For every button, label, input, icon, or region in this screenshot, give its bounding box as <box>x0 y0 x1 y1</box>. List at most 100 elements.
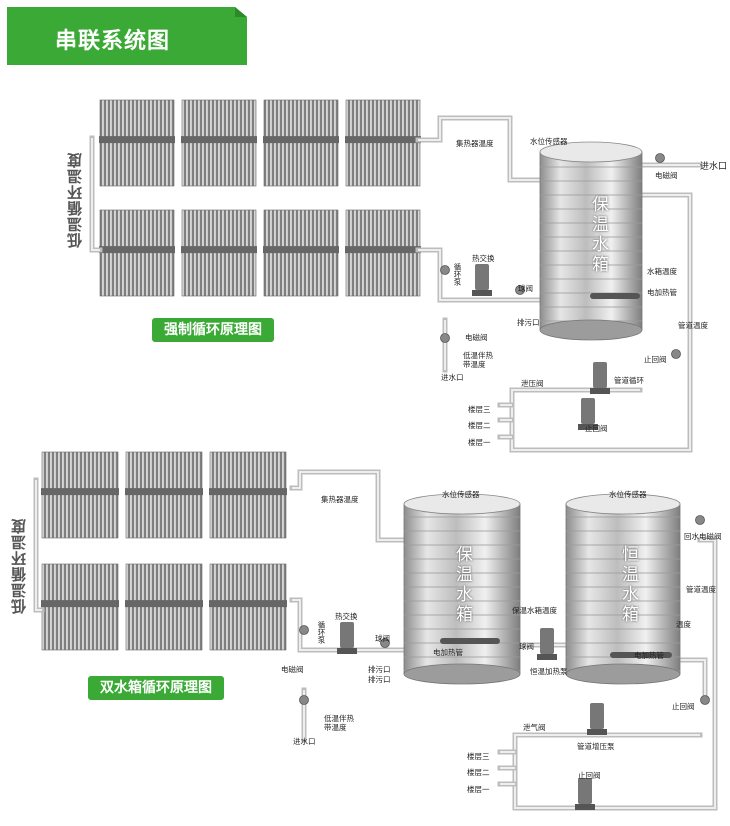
collector-header <box>345 136 421 144</box>
s2-const-pump: 恒温加热泵 <box>530 667 568 676</box>
collector-header <box>125 600 203 608</box>
pump-base <box>337 648 357 654</box>
pipe <box>415 115 543 183</box>
s1-check-valve2: 止回阀 <box>585 424 608 433</box>
s1-floor1: 楼层一 <box>468 438 491 447</box>
pump-base <box>575 804 595 810</box>
s1-inlet2: 进水口 <box>441 373 464 382</box>
s1-pipe-temp: 管道温度 <box>678 321 708 330</box>
s2-tank-temp: 保温水箱温度 <box>512 606 557 615</box>
valve <box>515 285 525 295</box>
pump-body <box>593 362 607 388</box>
collector-header <box>41 488 119 496</box>
pump-base <box>537 654 557 660</box>
pipe-highlight <box>418 117 540 181</box>
pump-base <box>578 424 598 430</box>
tank-section2-a-top <box>403 493 521 515</box>
tank-section2-b-bands <box>566 504 680 674</box>
heater-rod <box>440 638 500 644</box>
s2-check-valve2: 止回阀 <box>578 771 601 780</box>
s1-floor3: 楼层三 <box>468 405 491 414</box>
s1-drain: 排污口 <box>517 318 540 327</box>
section2-tank2-label: 恒温水箱 <box>618 545 638 625</box>
pipe-highlight <box>500 751 515 785</box>
s2-drain2: 排污口 <box>368 675 391 684</box>
banner-shape <box>7 7 247 65</box>
pipe-highlight <box>91 138 100 251</box>
heater-rod <box>610 652 672 658</box>
s2-floor1: 楼层一 <box>467 785 490 794</box>
pump-base <box>590 388 610 394</box>
pump-body <box>340 622 354 648</box>
solar-collectors-top <box>99 99 421 297</box>
pipe <box>289 469 407 543</box>
s1-collector-temp: 集热器温度 <box>456 139 494 148</box>
pipe <box>89 135 103 253</box>
water-tanks <box>403 141 681 685</box>
pumps-and-valves <box>299 153 710 810</box>
s1-tank-temp: 水箱温度 <box>647 267 677 276</box>
valve <box>440 265 450 275</box>
tank-section1-bands <box>540 152 642 330</box>
s1-inlet: 进水口 <box>700 162 728 172</box>
section2-tank1-label: 保温水箱 <box>452 545 472 625</box>
pump-base <box>587 729 607 735</box>
valve <box>695 515 705 525</box>
s1-trace-temp: 低温伴热带温度 <box>463 351 493 369</box>
pump-body <box>475 264 489 290</box>
valve <box>700 695 710 705</box>
s1-heat-exchange: 热交换 <box>472 254 495 263</box>
s2-pipe-temp: 管道温度 <box>686 585 716 594</box>
s2-solenoid: 电磁阀 <box>281 665 304 674</box>
valve <box>380 638 390 648</box>
s2-heater2: 电加热管 <box>634 651 664 660</box>
header-banner: 串联系统图 <box>7 7 247 65</box>
tank-section2-b-bottom <box>565 663 681 685</box>
s1-solenoid: 电磁阀 <box>655 171 678 180</box>
section1-side-label: 低温循环温度 <box>66 152 84 248</box>
valve <box>299 695 309 705</box>
pipe <box>677 657 708 703</box>
s1-level-sensor: 水位传感器 <box>530 137 568 146</box>
collector-header <box>125 488 203 496</box>
pipe-highlight <box>511 194 691 451</box>
s2-return-solenoid: 回水电磁阀 <box>684 532 722 541</box>
s2-heater1: 电加热管 <box>433 648 463 657</box>
s2-circ-pump: 循环泵 <box>317 621 326 644</box>
s1-solenoid2: 电磁阀 <box>465 333 488 342</box>
s1-pipe-circ: 管道循环 <box>614 376 644 385</box>
pump-body <box>581 398 595 424</box>
s2-floor3: 楼层三 <box>467 752 490 761</box>
pipework <box>33 115 718 811</box>
pump-body <box>578 778 592 804</box>
collector-header <box>181 246 257 254</box>
s2-booster: 管道增压泵 <box>577 742 615 751</box>
s2-collector-temp: 集热器温度 <box>321 495 359 504</box>
s2-check-valve: 止回阀 <box>672 702 695 711</box>
s2-drain1: 排污口 <box>368 665 391 674</box>
pipe-highlight <box>292 471 404 541</box>
s1-circ-pump: 循环泵 <box>453 263 462 286</box>
collector-header <box>99 246 175 254</box>
valve <box>655 153 665 163</box>
pump-base <box>472 290 492 296</box>
collector-header <box>345 246 421 254</box>
s2-floor2: 楼层二 <box>467 768 490 777</box>
collector-header <box>181 136 257 144</box>
pipe-highlight <box>514 539 716 809</box>
pipe-highlight <box>500 404 512 438</box>
s1-check-valve: 止回阀 <box>644 355 667 364</box>
collector-header <box>209 600 287 608</box>
s2-vent-valve: 泄气阀 <box>523 723 546 732</box>
section1-tank-label: 保温水箱 <box>588 195 608 275</box>
pipe-highlight <box>35 480 42 611</box>
s2-level-sensor2: 水位传感器 <box>609 490 647 499</box>
tank-section1-bottom <box>539 319 643 341</box>
s1-heater: 电加热管 <box>647 288 677 297</box>
tank-section2-a-bands <box>404 504 520 674</box>
collector-header <box>263 246 339 254</box>
pump-body <box>590 703 604 729</box>
heater-rod <box>590 293 640 299</box>
s2-ball-valve1: 球阀 <box>375 634 390 643</box>
